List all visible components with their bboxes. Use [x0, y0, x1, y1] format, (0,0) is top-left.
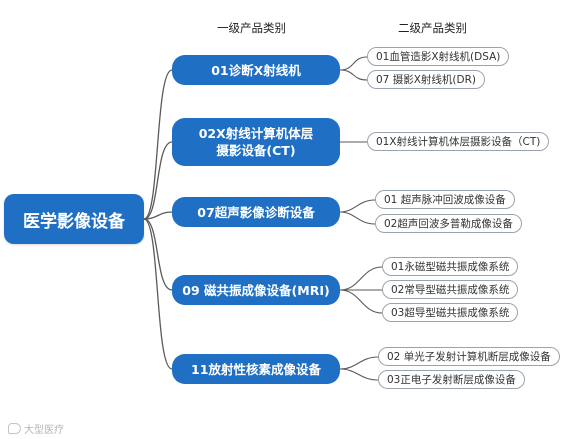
subcategory-node: 02超声回波多普勒成像设备	[375, 214, 522, 233]
subcategory-node: 03正电子发射断层成像设备	[378, 370, 525, 389]
subcategory-node: 01血管造影X射线机(DSA)	[367, 47, 510, 66]
subcategory-node: 01 超声脉冲回波成像设备	[375, 190, 515, 209]
connector-root-cat1	[143, 69, 173, 220]
subcategory-node: 01X射线计算机体层摄影设备（CT)	[367, 132, 550, 151]
connector-cat3-sub1	[339, 199, 376, 213]
connector-root-cat2	[143, 141, 173, 220]
connector-cat4-sub1	[339, 266, 383, 291]
connector-root-cat4	[143, 218, 173, 291]
level1-header: 一级产品类别	[217, 21, 286, 35]
connector-cat5-sub2	[339, 368, 379, 381]
connector-root-cat5	[143, 218, 173, 370]
connector-cat1-sub1	[339, 56, 368, 71]
connector-cat3-sub2	[339, 211, 376, 225]
watermark-logo-icon	[8, 423, 21, 434]
category-node: 09 磁共振成像设备(MRI)	[172, 275, 340, 305]
connector-cat1-sub2	[339, 69, 368, 81]
subcategory-node: 02 单光子发射计算机断层成像设备	[378, 347, 560, 366]
category-node: 02X射线计算机体层 摄影设备(CT)	[172, 118, 340, 166]
watermark: 大型医疗	[8, 421, 64, 436]
subcategory-node: 03超导型磁共振成像系统	[382, 303, 519, 322]
connector-root-cat3	[143, 211, 173, 220]
level2-header: 二级产品类别	[398, 21, 467, 35]
connector-cat4-sub3	[339, 289, 383, 314]
category-node: 11放射性核素成像设备	[172, 354, 340, 384]
watermark-text: 大型医疗	[24, 425, 64, 436]
category-node: 01诊断X射线机	[172, 55, 340, 85]
subcategory-node: 07 摄影X射线机(DR)	[367, 70, 485, 89]
category-node: 07超声影像诊断设备	[172, 197, 340, 227]
subcategory-node: 01永磁型磁共振成像系统	[382, 257, 519, 276]
root-node: 医学影像设备	[4, 194, 144, 244]
connector-cat5-sub1	[339, 356, 379, 370]
subcategory-node: 02常导型磁共振成像系统	[382, 280, 519, 299]
